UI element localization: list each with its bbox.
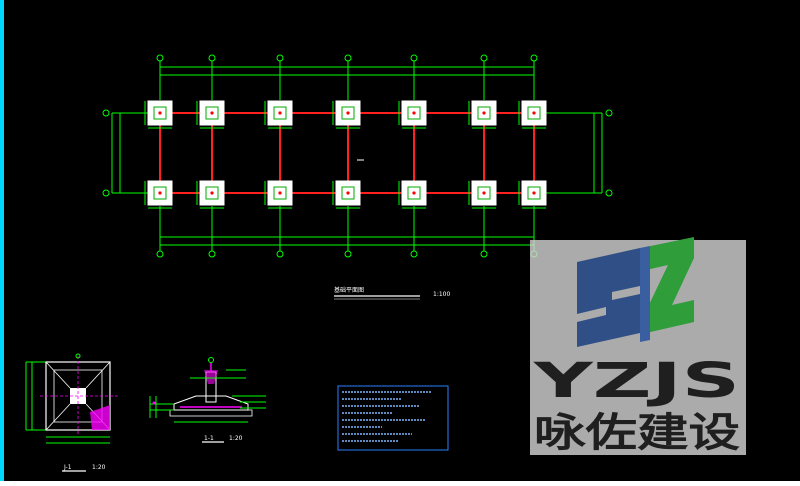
plan-scale: 1:100 [433,291,450,298]
footing [196,100,225,129]
notes-text-lines [342,391,432,442]
footing [468,100,497,129]
footing [518,180,547,209]
footing-center [532,111,536,115]
footing-column [341,186,355,200]
left-edge-bar [0,0,4,486]
company-watermark: YZJS 咏佐建设 [530,237,746,456]
foundation-plan [102,54,613,258]
notes-frame [337,385,449,451]
footing-column [527,186,541,200]
watermark-latin-text: YZJS [532,353,740,409]
detail1-scale: 1:20 [92,464,106,471]
footing-center [532,191,536,195]
ground-beams-vertical [159,113,535,193]
footing-pad [471,180,497,206]
footing [398,180,427,209]
logo-blue-shape [577,248,640,347]
footing-column [407,106,421,120]
axis-bubble-right [605,109,613,117]
footing [144,180,173,209]
footing-column [477,106,491,120]
footing-center [346,191,350,195]
footing [398,100,427,129]
footing [196,180,225,209]
footing-center [412,111,416,115]
detail2-title: 1-1 [204,435,214,442]
footing-pad [335,180,361,206]
footing-center [412,191,416,195]
isolated-footings [144,100,547,209]
rebar-hatch [90,405,110,430]
footing-center [278,111,282,115]
detail-axis-bubble [75,353,81,359]
detail1-title-block: J-1 1:20 [62,464,106,472]
footing-center [278,191,282,195]
watermark-chinese-text: 咏佐建设 [534,410,740,456]
footing-center [210,191,214,195]
footing [264,100,293,129]
footing-pad [401,180,427,206]
plan-title-block: 基础平面图 1:100 [334,286,450,300]
footing [518,100,547,129]
footing-column [477,186,491,200]
footing-center [158,111,162,115]
detail-dimension-lines [25,361,110,444]
footing-section-detail [149,357,266,423]
axis-bubble-right [605,189,613,197]
footing-column [205,186,219,200]
footing-center [210,111,214,115]
section-dimensions [149,369,266,423]
axis-bubble-left [102,189,110,197]
footing-pad [521,180,547,206]
footing [468,180,497,209]
section-marker-dot [152,401,156,405]
plan-title: 基础平面图 [334,286,364,294]
footing [264,180,293,209]
footing [332,180,361,209]
detail2-title-block: 1-1 1:20 [202,435,243,443]
section-bedding [169,409,253,417]
footing-column [205,106,219,120]
footing-column [273,106,287,120]
detail2-scale: 1:20 [229,435,243,442]
footing-center [482,111,486,115]
footing-column [153,106,167,120]
footing-center [482,191,486,195]
footing-detail-plan [25,353,118,444]
footing [332,100,361,129]
section-axis-bubble [208,357,214,363]
footing-center [158,191,162,195]
logo-blue-divider [640,246,650,342]
footing-center [346,111,350,115]
plan-dimension-lines [111,66,603,246]
footing [144,100,173,129]
footing-column [527,106,541,120]
page-bottom-strip [0,481,800,486]
general-notes-table [337,385,449,451]
footing-column [341,106,355,120]
footing-column [407,186,421,200]
axis-bubble-left [102,109,110,117]
footing-column [153,186,167,200]
footing-pad [401,100,427,126]
section-pedestal-hatch [204,370,218,384]
detail1-title: J-1 [63,464,72,471]
footing-column [273,186,287,200]
watermark-logo [577,237,694,347]
logo-green-shape [646,237,694,333]
